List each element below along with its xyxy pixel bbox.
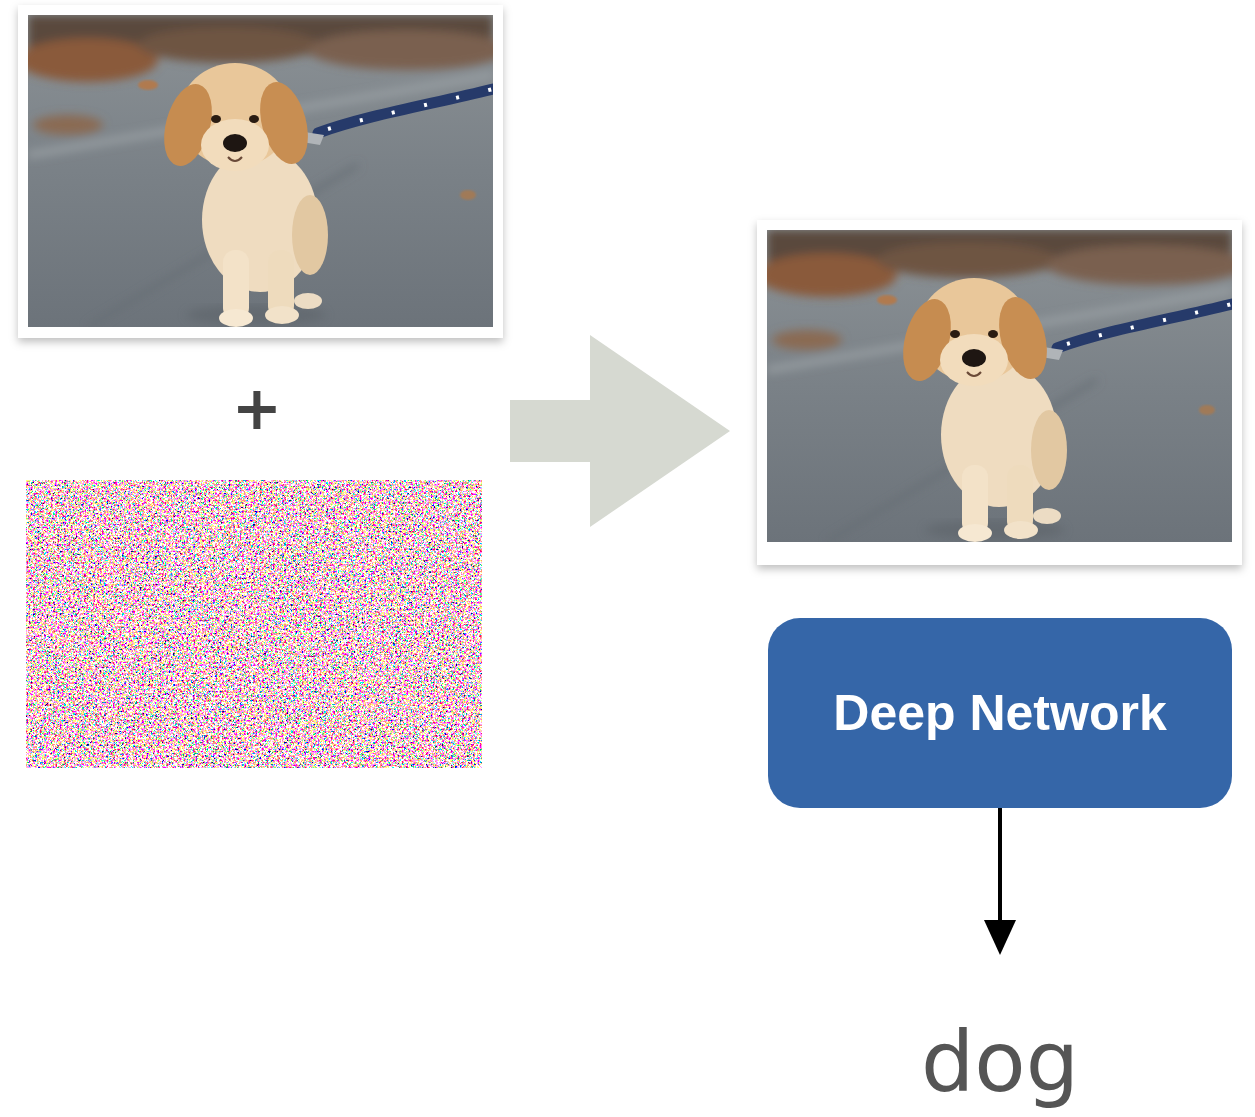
process-box: Deep Network [768,618,1232,808]
box-label: Deep Network [833,684,1166,742]
big-arrow [510,335,730,527]
noise-image [26,480,482,768]
plus-sign: + [232,378,282,438]
output-label: dog [921,1020,1079,1104]
output-arrow [984,808,1016,955]
original-photo [18,5,508,338]
adversarial-photo [757,220,1247,565]
